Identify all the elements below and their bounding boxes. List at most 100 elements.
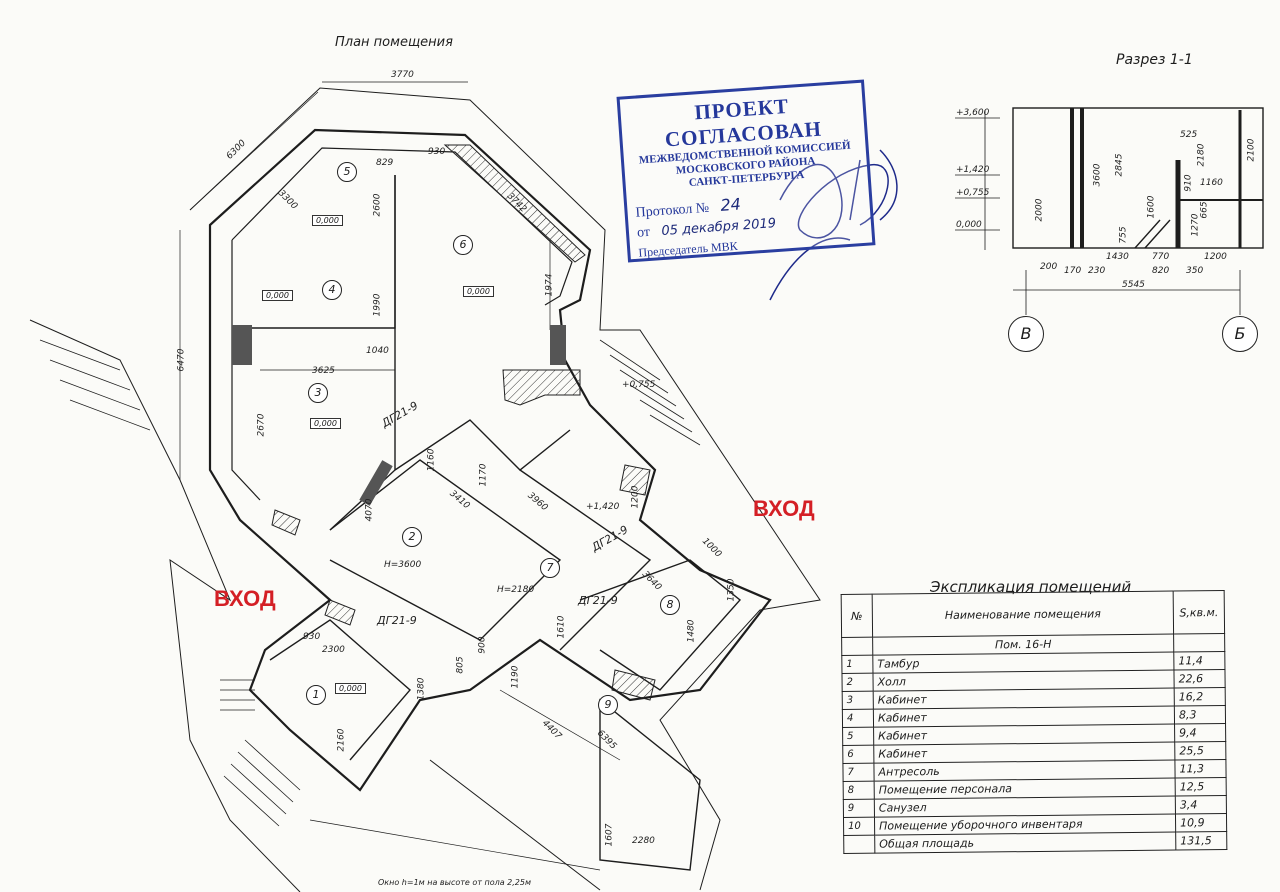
section-vdim: 3600 xyxy=(1092,163,1103,187)
dimension: 3770 xyxy=(391,70,414,80)
dimension: 1160 xyxy=(426,448,437,472)
section-vdim: 2100 xyxy=(1246,138,1257,162)
row-no: 1 xyxy=(841,655,873,674)
dimension: 1610 xyxy=(556,615,567,639)
room-marker-3: 3 xyxy=(308,383,328,403)
protocol-number: 24 xyxy=(719,194,742,215)
room-level-6: 0,000 xyxy=(463,286,494,297)
dimension: 3625 xyxy=(312,366,335,376)
group-empty-cell xyxy=(1173,633,1225,653)
section-vdim: 1600 xyxy=(1146,195,1157,219)
level-mark: +1,420 xyxy=(586,502,620,512)
row-no: 3 xyxy=(842,691,874,710)
row-no: 5 xyxy=(842,727,874,746)
date-value: 05 декабря 2019 xyxy=(660,216,777,240)
row-no: 9 xyxy=(843,799,875,818)
section-hdim: 1430 xyxy=(1106,252,1129,262)
dimension: 1990 xyxy=(372,293,383,317)
door-label: ДГ21-9 xyxy=(377,614,417,627)
protocol-label: Протокол № xyxy=(635,200,710,221)
section-title: Разрез 1-1 xyxy=(1116,52,1193,68)
row-no: 4 xyxy=(842,709,874,728)
room-marker-5: 5 xyxy=(337,162,357,182)
dimension: 2600 xyxy=(372,193,383,217)
dimension: 6470 xyxy=(176,348,187,372)
section-vdim: 910 xyxy=(1183,174,1194,192)
room-marker-4: 4 xyxy=(322,280,342,300)
room-level-1: 0,000 xyxy=(335,683,366,694)
door-label: ДГ21-9 xyxy=(578,594,618,607)
section-vdim: 2000 xyxy=(1034,198,1045,222)
dimension: 1974 xyxy=(544,273,555,297)
section-hdim: 1200 xyxy=(1204,252,1227,262)
row-area: 22,6 xyxy=(1173,669,1226,689)
room-marker-2: 2 xyxy=(402,527,422,547)
dimension: 2280 xyxy=(632,836,655,846)
dimension: 1040 xyxy=(366,346,389,356)
entry-label-left: ВХОД xyxy=(214,586,276,611)
section-hdim: 820 xyxy=(1152,266,1170,276)
row-area: 16,2 xyxy=(1174,687,1226,707)
dimension: 1200 xyxy=(630,485,641,509)
table-header-row: № Наименование помещения S,кв.м. xyxy=(841,590,1225,638)
row-area: 3,4 xyxy=(1175,795,1227,815)
row-area: 9,4 xyxy=(1174,723,1226,743)
section-level: +3,600 xyxy=(956,108,990,118)
section-total: 5545 xyxy=(1122,280,1145,290)
axis-marker-v: В xyxy=(1008,316,1044,352)
date-label: от xyxy=(636,224,651,241)
dimension: 805 xyxy=(455,656,466,674)
dimension: 930 xyxy=(303,632,321,642)
section-level: +0,755 xyxy=(956,188,990,198)
dimension: 1380 xyxy=(416,677,427,701)
section-hdim: 170 xyxy=(1064,266,1082,276)
section-vdim: 1160 xyxy=(1200,178,1223,188)
dimension: 1190 xyxy=(510,665,521,689)
section-vdim: 665 xyxy=(1199,201,1210,219)
section-vdim: 2180 xyxy=(1196,143,1207,167)
col-number: № xyxy=(841,594,873,638)
row-no: 10 xyxy=(843,817,875,836)
room-marker-7: 7 xyxy=(540,558,560,578)
dimension: 4070 xyxy=(364,498,375,522)
col-area: S,кв.м. xyxy=(1173,590,1225,635)
explication-title: Экспликация помещений xyxy=(930,578,1132,596)
room-level-4: 0,000 xyxy=(262,290,293,301)
row-area: 8,3 xyxy=(1174,705,1226,725)
dimension: 1607 xyxy=(604,823,615,847)
row-no: 6 xyxy=(842,745,874,764)
section-hdim: 770 xyxy=(1152,252,1170,262)
section-level: +1,420 xyxy=(956,165,990,175)
room-level-5: 0,000 xyxy=(312,215,343,226)
explication-table: № Наименование помещения S,кв.м. Пом. 16… xyxy=(841,590,1228,854)
axis-marker-b: Б xyxy=(1222,316,1258,352)
row-name: Общая площадь xyxy=(874,832,1176,854)
section-vdim: 755 xyxy=(1118,226,1129,244)
row-area: 25,5 xyxy=(1174,741,1226,761)
dimension: 2670 xyxy=(256,413,267,437)
row-area: 131,5 xyxy=(1175,831,1227,851)
section-level: 0,000 xyxy=(956,220,982,230)
dimension: 2160 xyxy=(336,728,347,752)
section-hdim: 200 xyxy=(1040,262,1058,272)
dimension: 900 xyxy=(477,636,488,654)
approval-stamp: ПРОЕКТ СОГЛАСОВАН МЕЖВЕДОМСТВЕННОЙ КОМИС… xyxy=(616,79,876,263)
row-area: 10,9 xyxy=(1175,813,1227,833)
row-no: 7 xyxy=(842,763,875,782)
row-area: 11,3 xyxy=(1174,759,1227,779)
section-vdim: 2845 xyxy=(1114,153,1125,177)
row-area: 12,5 xyxy=(1175,777,1227,797)
section-hdim: 230 xyxy=(1088,266,1106,276)
room-level-7: H=2180 xyxy=(497,585,535,595)
row-no: 8 xyxy=(843,781,875,800)
window-note: Окно h=1м на высоте от пола 2,25м xyxy=(378,878,531,887)
entry-label-right: ВХОД xyxy=(753,496,815,521)
row-no xyxy=(843,835,875,854)
section-hdim: 350 xyxy=(1186,266,1204,276)
room-level-3: 0,000 xyxy=(310,418,341,429)
dimension: 930 xyxy=(428,147,446,157)
room-marker-6: 6 xyxy=(453,235,473,255)
dimension: 1350 xyxy=(726,578,737,602)
room-marker-9: 9 xyxy=(598,695,618,715)
